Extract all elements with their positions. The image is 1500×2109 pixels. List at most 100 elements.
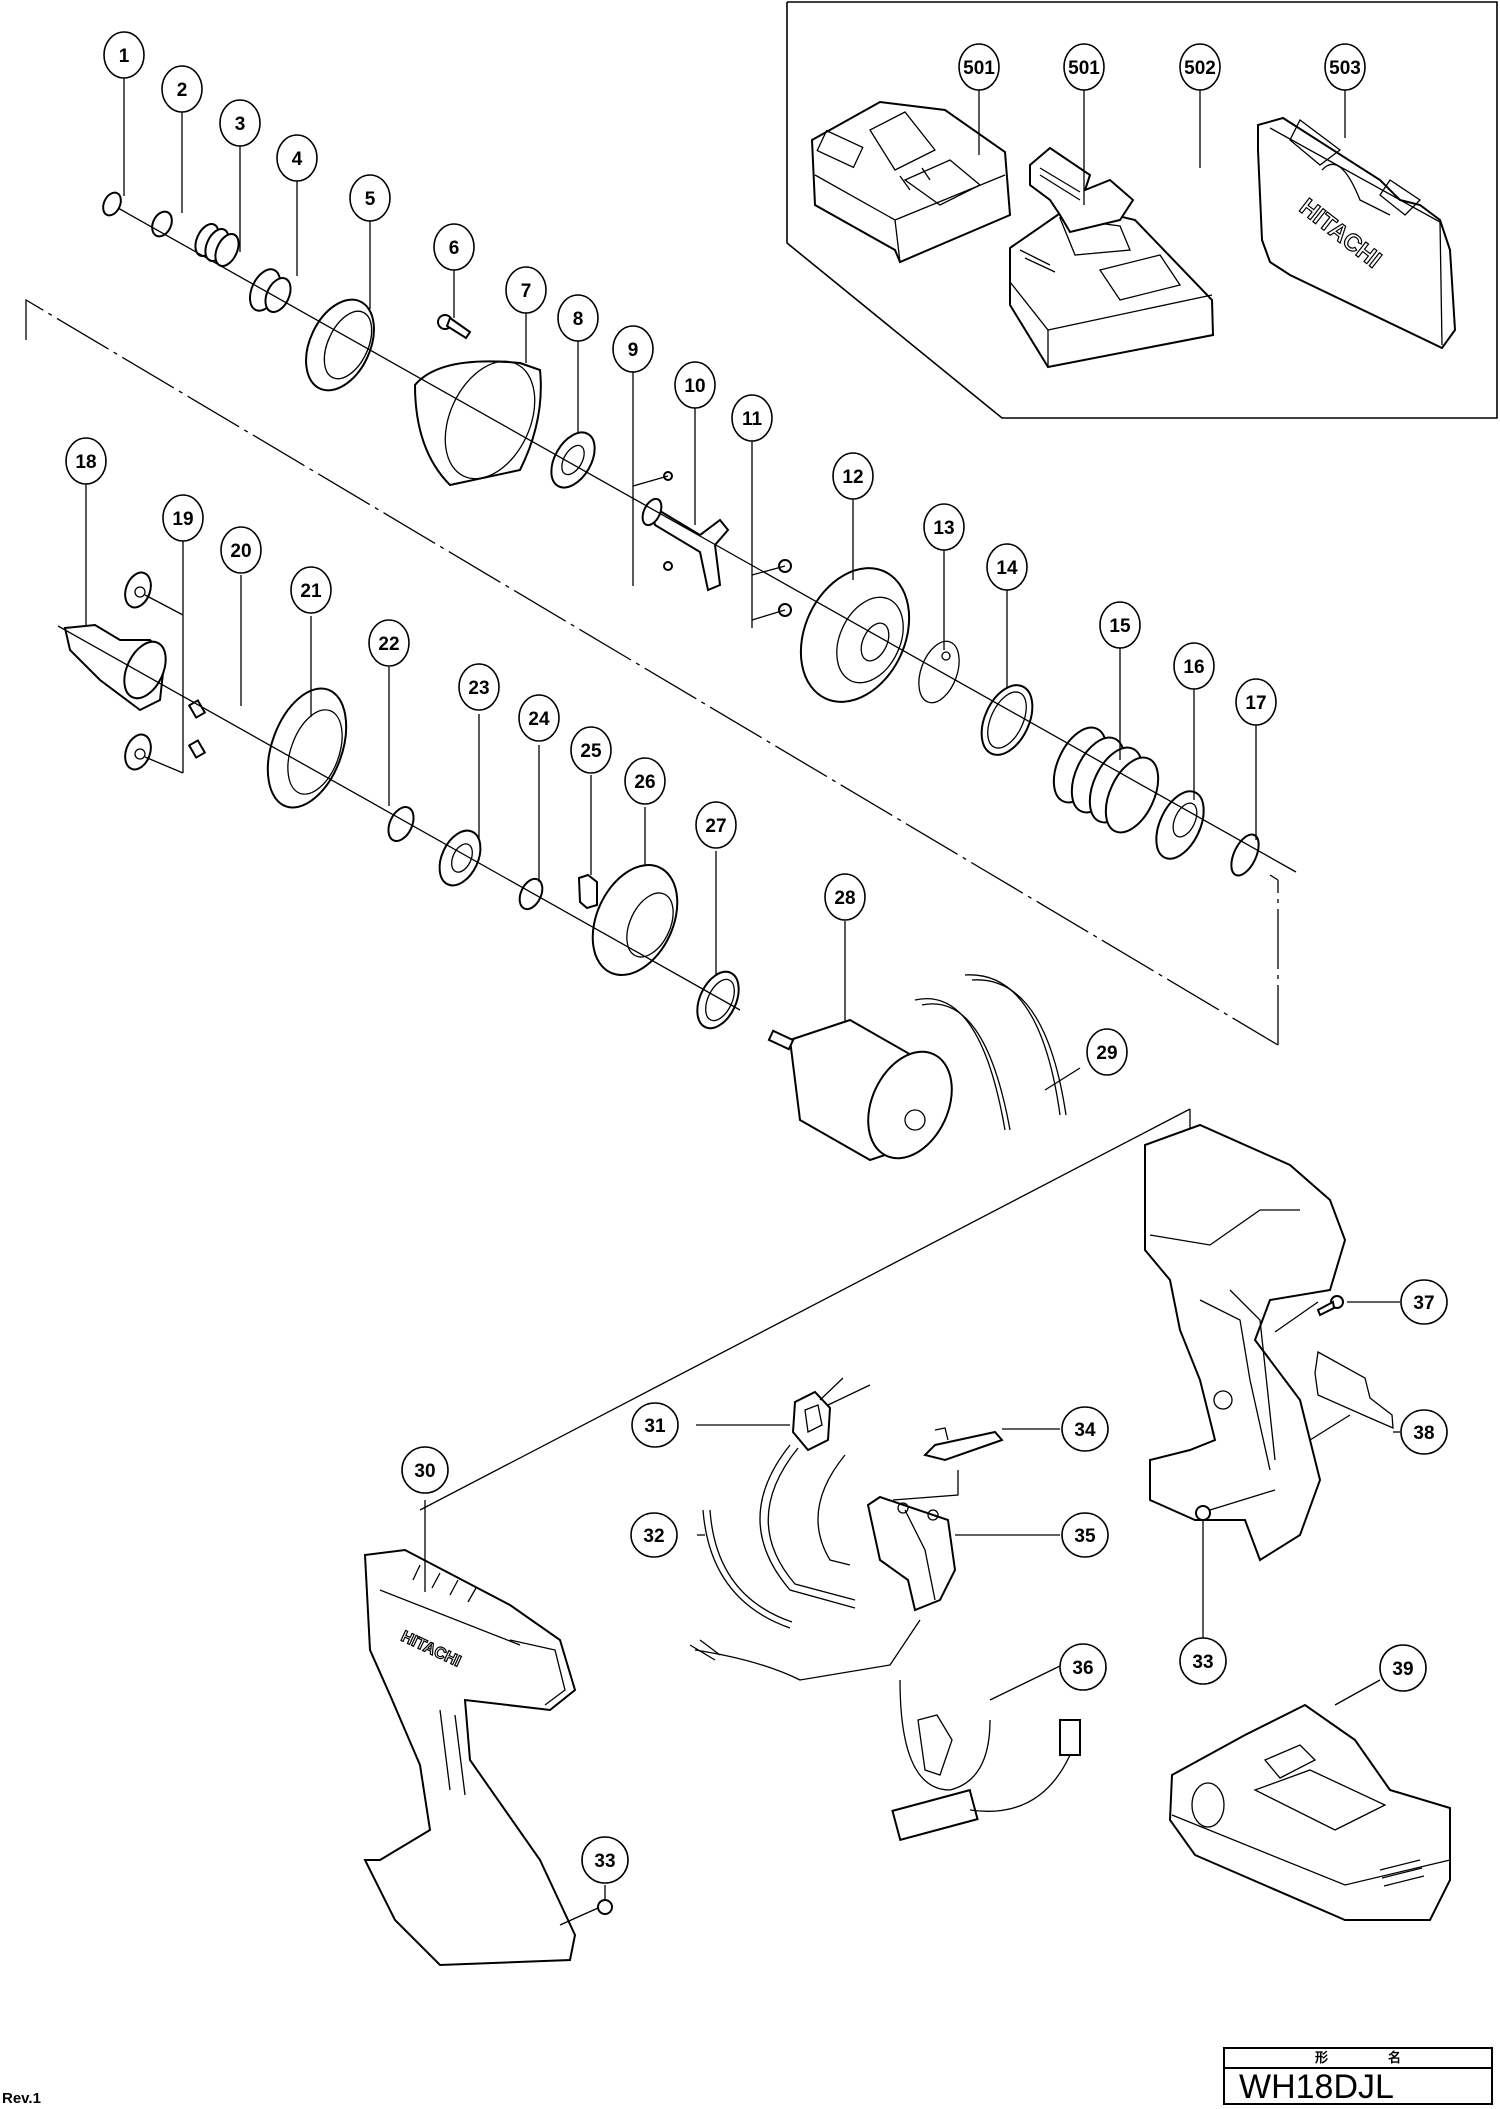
part-38-name-plate: [1314, 1350, 1394, 1430]
callout-3[interactable]: 3: [219, 99, 261, 147]
svg-text:30: 30: [414, 1461, 435, 1482]
part-27-washer: [696, 970, 740, 1030]
callout-20[interactable]: 20: [220, 526, 262, 574]
callout-17[interactable]: 17: [1235, 678, 1277, 726]
part-28-dc-motor: [767, 1018, 953, 1162]
part-34-switch-knob: [923, 1427, 1004, 1462]
part-17-retaining-ring: [1230, 833, 1260, 877]
svg-text:5: 5: [365, 189, 376, 210]
svg-text:15: 15: [1109, 616, 1131, 637]
callout-31[interactable]: 31: [631, 1402, 679, 1448]
model-header-right: 名: [1388, 2050, 1402, 2065]
svg-text:36: 36: [1072, 1658, 1093, 1679]
part-36-switch-wiring: [689, 1619, 1081, 1842]
callout-25[interactable]: 25: [570, 726, 612, 774]
callout-26[interactable]: 26: [624, 757, 666, 805]
part-10-anvil: [641, 497, 730, 592]
callout-24[interactable]: 24: [518, 694, 560, 742]
callout-35[interactable]: 35: [1061, 1512, 1109, 1558]
part-33-nut-left: [597, 1899, 613, 1915]
callout-9[interactable]: 9: [612, 325, 654, 373]
callout-19[interactable]: 19: [162, 494, 204, 542]
svg-text:23: 23: [468, 678, 489, 699]
callout-501b[interactable]: 501: [1063, 43, 1105, 91]
callout-16[interactable]: 16: [1173, 642, 1215, 690]
svg-text:33: 33: [594, 1851, 615, 1872]
callout-32[interactable]: 32: [630, 1512, 678, 1558]
callout-7[interactable]: 7: [505, 266, 547, 314]
part-13-shim: [918, 640, 960, 704]
carrying-case-drawing: HITACHI: [1257, 116, 1457, 350]
part-23-ball-bearing: [438, 829, 482, 887]
callout-37[interactable]: 37: [1400, 1279, 1448, 1325]
part-15-hammer-spring: [1052, 726, 1160, 834]
charger-b-drawing: [1009, 203, 1215, 369]
part-7-hammer-case: [413, 360, 542, 487]
callout-12[interactable]: 12: [832, 452, 874, 500]
callout-21[interactable]: 21: [290, 566, 332, 614]
svg-text:37: 37: [1413, 1293, 1434, 1314]
callout-14[interactable]: 14: [986, 543, 1028, 591]
housing-b-drawing: [1144, 1123, 1347, 1562]
svg-text:12: 12: [842, 467, 863, 488]
part-20-needle-pins: [187, 699, 207, 759]
callout-39[interactable]: 39: [1379, 1644, 1427, 1692]
accessory-frame: [786, 1, 1498, 419]
svg-text:25: 25: [580, 741, 602, 762]
model-header: 形 名: [1225, 2049, 1491, 2069]
model-name: WH18DJL: [1239, 2068, 1394, 2106]
callout-38[interactable]: 38: [1400, 1409, 1448, 1455]
revision-label: Rev.1: [2, 2090, 41, 2107]
svg-text:26: 26: [634, 772, 655, 793]
svg-text:503: 503: [1329, 58, 1361, 79]
part-12-hammer: [799, 567, 911, 703]
svg-text:38: 38: [1413, 1423, 1434, 1444]
callout-33-right[interactable]: 33: [1179, 1637, 1227, 1685]
callout-13[interactable]: 13: [923, 503, 965, 551]
callout-501a[interactable]: 501: [958, 43, 1000, 91]
part-24-washer: [518, 877, 544, 911]
svg-text:21: 21: [300, 581, 322, 602]
callout-502[interactable]: 502: [1179, 43, 1221, 91]
callout-36[interactable]: 36: [1059, 1643, 1107, 1691]
callout-503[interactable]: 503: [1324, 43, 1366, 91]
model-title-block: 形 名 WH18DJL: [1223, 2047, 1493, 2105]
callout-10[interactable]: 10: [674, 361, 716, 409]
part-21-internal-gear: [266, 687, 348, 809]
svg-text:29: 29: [1096, 1043, 1117, 1064]
callout-15[interactable]: 15: [1099, 601, 1141, 649]
callout-11[interactable]: 11: [731, 394, 773, 442]
part-19-idle-gear-top: [124, 571, 152, 609]
part-18-spindle: [63, 623, 167, 712]
callout-23[interactable]: 23: [458, 663, 500, 711]
callout-27[interactable]: 27: [695, 801, 737, 849]
svg-text:39: 39: [1392, 1659, 1413, 1680]
callout-5[interactable]: 5: [349, 174, 391, 222]
callout-18[interactable]: 18: [65, 437, 107, 485]
part-9-steel-balls: [632, 471, 673, 571]
callout-6[interactable]: 6: [433, 223, 475, 271]
svg-text:501: 501: [963, 58, 995, 79]
callout-33-left[interactable]: 33: [581, 1836, 629, 1884]
callout-8[interactable]: 8: [557, 294, 599, 342]
svg-text:34: 34: [1074, 1420, 1096, 1441]
callout-1[interactable]: 1: [103, 31, 145, 79]
svg-text:17: 17: [1245, 693, 1266, 714]
part-31-thermistor: [791, 1377, 871, 1452]
callout-34[interactable]: 34: [1061, 1406, 1109, 1452]
svg-text:7: 7: [521, 281, 532, 302]
callout-29[interactable]: 29: [1086, 1028, 1128, 1076]
callout-22[interactable]: 22: [368, 619, 410, 667]
leader-lines: [57, 78, 1400, 1926]
part-25-key: [577, 873, 598, 910]
svg-text:502: 502: [1184, 58, 1216, 79]
part-30-housing-a: HITACHI: [363, 1548, 577, 1967]
callout-4[interactable]: 4: [276, 134, 318, 182]
part-22-washer: [387, 806, 415, 842]
sub-assembly-boundary-lower: [419, 1108, 1191, 1511]
callout-2[interactable]: 2: [161, 65, 203, 113]
callout-30[interactable]: 30: [401, 1446, 449, 1494]
part-2-washer: [151, 210, 173, 238]
part-29-internal-wires: [914, 974, 1067, 1131]
callout-28[interactable]: 28: [824, 873, 866, 921]
